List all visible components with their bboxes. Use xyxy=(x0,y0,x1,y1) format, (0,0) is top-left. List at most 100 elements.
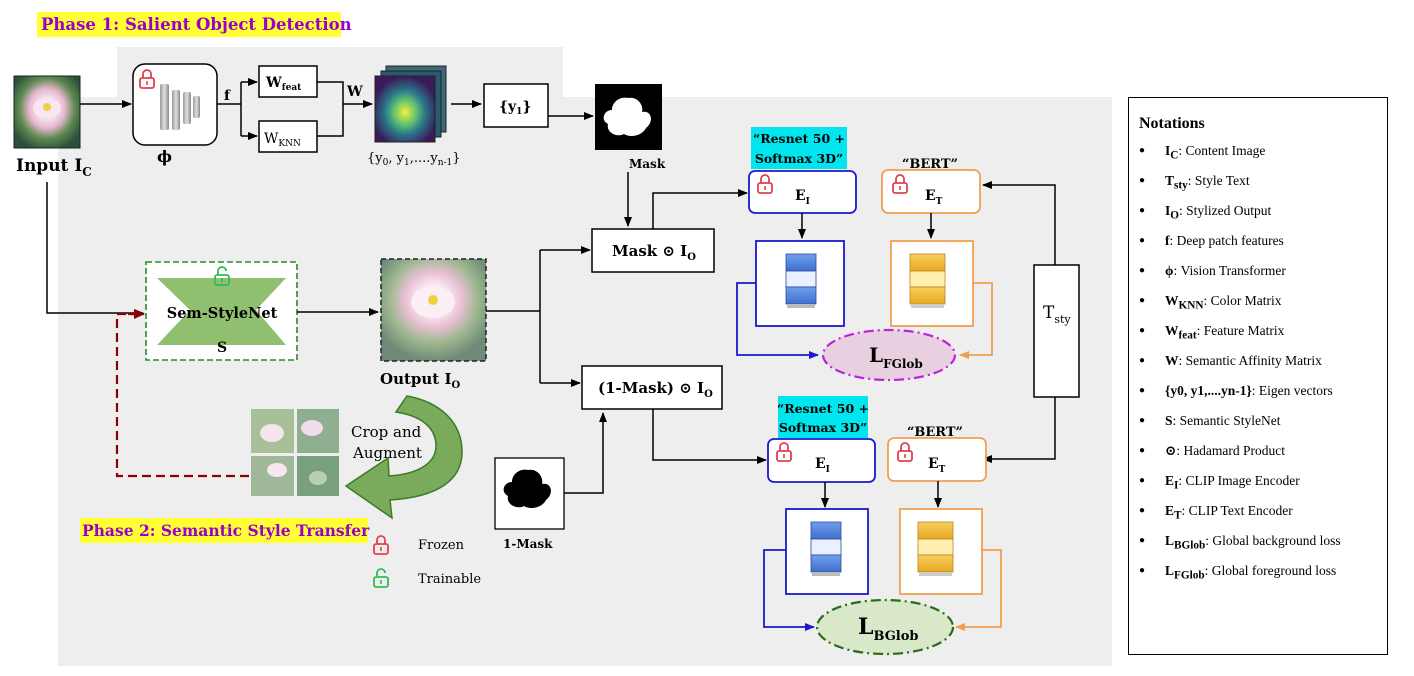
notation-item: Wfeat: Feature Matrix xyxy=(1129,321,1387,351)
notation-description: : Stylized Output xyxy=(1179,203,1272,218)
resnet-label-top-2: Softmax 3D” xyxy=(755,151,843,166)
notation-symbol: S xyxy=(1165,413,1173,428)
notation-symbol: W xyxy=(1165,353,1179,368)
crop-augment-arrow xyxy=(344,395,463,520)
notation-subscript: T xyxy=(1174,509,1182,522)
w-knn-box xyxy=(258,120,318,153)
w-knn-label: WKNN xyxy=(264,131,301,149)
w-feat-box xyxy=(258,65,318,98)
notation-symbol: L xyxy=(1165,563,1175,578)
notation-item: IC: Content Image xyxy=(1129,141,1387,171)
notation-description: : Style Text xyxy=(1187,173,1250,188)
notation-item: ⊙: Hadamard Product xyxy=(1129,441,1387,471)
phase1-title-highlight xyxy=(37,12,341,37)
notation-description: : Vision Transformer xyxy=(1173,263,1286,278)
w-feat-label: Wfeat xyxy=(265,75,302,93)
notations-panel: Notations IC: Content ImageTsty: Style T… xyxy=(1128,97,1388,655)
style-text-box xyxy=(1033,264,1080,398)
notation-symbol: {y0, y1,....yn-1} xyxy=(1165,383,1252,398)
style-text-label: Tsty xyxy=(1043,303,1071,326)
notation-description: : Global foreground loss xyxy=(1204,563,1337,578)
notation-item: S: Semantic StyleNet xyxy=(1129,411,1387,441)
inverse-mask-product-label: (1-Mask) ⊙ IO xyxy=(598,379,713,400)
augmented-crops xyxy=(251,409,339,496)
notation-symbol: E xyxy=(1165,473,1175,488)
notation-description: : CLIP Text Encoder xyxy=(1181,503,1293,518)
text-encoder-bottom-label: ET xyxy=(928,456,946,475)
stylenet-name: Sem-StyleNet xyxy=(167,305,278,322)
notation-subscript: I xyxy=(1174,479,1179,492)
notation-description: : Semantic Affinity Matrix xyxy=(1178,353,1322,368)
notation-symbol: I xyxy=(1165,203,1171,218)
notation-item: ET: CLIP Text Encoder xyxy=(1129,501,1387,531)
notation-symbol: L xyxy=(1165,533,1175,548)
inverse-mask-image xyxy=(494,457,565,530)
notation-item: {y0, y1,....yn-1}: Eigen vectors xyxy=(1129,381,1387,411)
notation-item: f: Deep patch features xyxy=(1129,231,1387,261)
notation-symbol: W xyxy=(1165,293,1179,308)
notation-symbol: E xyxy=(1165,503,1175,518)
image-embedding-bottom-bars xyxy=(810,521,842,576)
notation-item: WKNN: Color Matrix xyxy=(1129,291,1387,321)
notations-title: Notations xyxy=(1139,115,1205,132)
notation-item: W: Semantic Affinity Matrix xyxy=(1129,351,1387,381)
stylenet-hourglass xyxy=(157,278,286,345)
text-encoder-top-label: ET xyxy=(925,188,943,207)
notation-description: : Color Matrix xyxy=(1203,293,1282,308)
phase2-title: Phase 2: Semantic Style Transfer xyxy=(82,521,370,540)
output-label: Output IO xyxy=(380,370,460,391)
notation-symbol: ⊙ xyxy=(1165,443,1177,458)
notations-list: IC: Content ImageTsty: Style TextIO: Sty… xyxy=(1129,141,1387,591)
y1-box xyxy=(483,83,549,128)
notation-symbol: T xyxy=(1165,173,1175,188)
stylenet-letter: S xyxy=(217,340,227,356)
loss-bglob-label: LBGlob xyxy=(858,614,919,644)
inverse-mask-product-box xyxy=(581,365,723,410)
notation-subscript: feat xyxy=(1178,329,1197,342)
loss-fglob-label: LFGlob xyxy=(869,343,923,371)
resnet-label-bottom-bg xyxy=(778,396,868,438)
notation-subscript: C xyxy=(1170,149,1179,162)
legend-trainable-label: Trainable xyxy=(418,572,481,587)
f-label: f xyxy=(224,88,231,104)
notation-description: : Eigen vectors xyxy=(1251,383,1333,398)
eigen-maps xyxy=(374,65,447,143)
loss-bglob xyxy=(815,598,955,656)
notation-description: : Content Image xyxy=(1178,143,1266,158)
resnet-label-top-bg xyxy=(751,127,847,169)
crop-augment-label-1: Crop and xyxy=(351,423,422,441)
notation-symbol: ϕ xyxy=(1165,263,1174,278)
image-encoder-bottom-label: EI xyxy=(815,456,830,475)
output-image xyxy=(380,258,487,362)
notation-description: : Global background loss xyxy=(1205,533,1341,548)
image-encoder-top-label: EI xyxy=(795,188,810,207)
resnet-label-top-1: “Resnet 50 + xyxy=(753,131,845,146)
text-embedding-top-bars xyxy=(909,253,946,308)
phi-label: ϕ xyxy=(157,147,172,166)
image-embedding-top-bars xyxy=(785,253,817,308)
notation-item: Tsty: Style Text xyxy=(1129,171,1387,201)
notation-item: LBGlob: Global background loss xyxy=(1129,531,1387,561)
y1-label: {y1} xyxy=(499,99,531,117)
legend-frozen-label: Frozen xyxy=(418,538,465,553)
input-label: Input IC xyxy=(16,156,92,179)
notation-item: EI: CLIP Image Encoder xyxy=(1129,471,1387,501)
notation-symbol: f xyxy=(1165,233,1170,248)
notation-symbol: I xyxy=(1165,143,1171,158)
mask-image xyxy=(595,84,662,150)
inverse-mask-label: 1-Mask xyxy=(503,537,553,551)
notation-subscript: sty xyxy=(1174,179,1188,192)
text-encoder-bottom xyxy=(887,437,987,482)
vit-icon xyxy=(160,84,200,130)
mask-label: Mask xyxy=(629,157,666,171)
notation-description: : Deep patch features xyxy=(1169,233,1284,248)
w-label: W xyxy=(346,84,363,100)
text-embedding-bottom-bars xyxy=(917,521,954,576)
bert-label-bottom: “BERT” xyxy=(907,425,963,440)
notation-description: : Feature Matrix xyxy=(1196,323,1285,338)
notation-item: IO: Stylized Output xyxy=(1129,201,1387,231)
input-image xyxy=(13,75,81,149)
notation-description: : CLIP Image Encoder xyxy=(1178,473,1300,488)
notation-description: : Hadamard Product xyxy=(1176,443,1286,458)
resnet-label-bottom-2: Softmax 3D” xyxy=(779,420,867,435)
